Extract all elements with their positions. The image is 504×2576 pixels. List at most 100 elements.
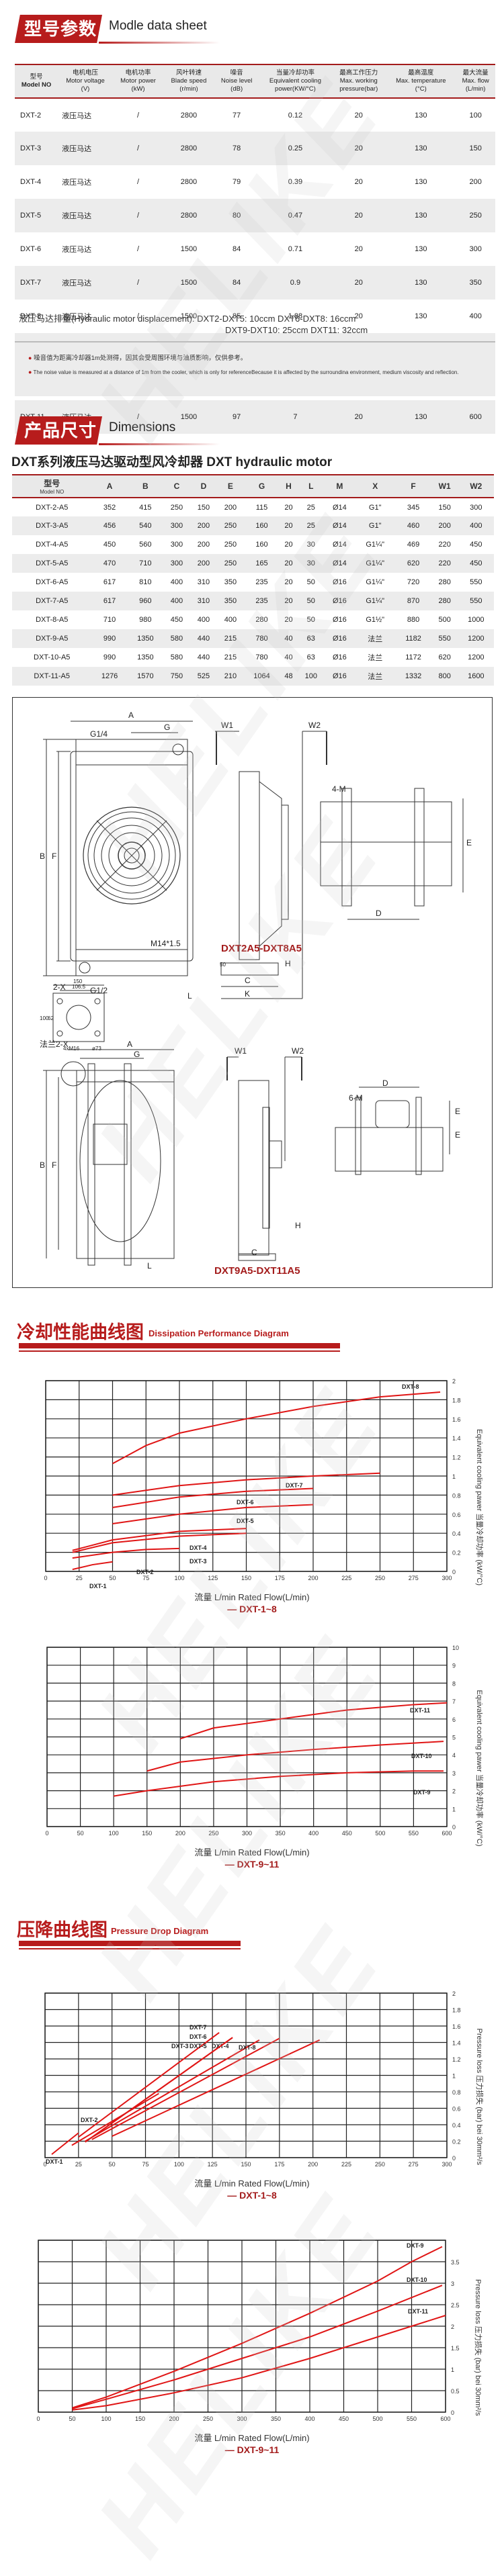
dimension-label: B [40,852,45,861]
table-cell: DXT-8-A5 [36,616,69,624]
y-tick-label: 1 [452,1473,456,1480]
x-tick-label: 500 [375,1830,385,1837]
table-cell: 560 [139,541,152,549]
x-tick-label: 100 [174,1575,184,1581]
table-cell: 1350 [137,635,154,643]
dimension-label: L [187,991,192,1001]
table-cell: Ø16 [332,635,347,643]
table-cell: 20 [284,597,293,605]
table-cell: 210 [224,672,237,680]
table-cell: 液压马达 [62,313,92,321]
table-cell: 720 [407,578,420,586]
table-cell: 150 [197,503,210,512]
table-cell: 215 [224,653,237,661]
table-cell: 456 [103,522,116,530]
series-label: DXT-4 [190,1545,207,1551]
chart-series-title: — DXT-9~11 [224,1859,280,1870]
section-bar [19,1343,340,1348]
table-cell: 1500 [180,245,198,253]
x-tick-label: 125 [208,2161,218,2168]
table-cell: 990 [103,635,116,643]
table-cell: 780 [255,635,268,643]
series-line [51,2132,79,2155]
dimension-label: ø73 [92,1046,101,1052]
table-cell: 20 [354,111,363,120]
section-title-zh: 型号参数表 [15,15,102,43]
table-cell: 350 [224,578,237,586]
section-title-zh: 产品尺寸图 [15,416,102,445]
table-cell: 85 [233,312,241,320]
table-cell: 620 [438,653,451,661]
y-tick-label: 1.4 [452,2040,461,2047]
table-cell: Ø16 [332,616,347,624]
dimension-label: C [251,1248,257,1257]
table-cell: 165 [255,559,268,567]
x-tick-label: 250 [375,1575,385,1581]
table-cell: 130 [415,111,427,120]
dimension-label: 150 [73,978,83,984]
table-cell: DXT-10-A5 [34,653,71,661]
series-label: DXT-6 [237,1499,254,1506]
dimension-label: H [295,1221,301,1230]
series-label: DXT-9 [413,1789,431,1796]
x-tick-label: 175 [274,2161,284,2168]
y-tick-label: 1.2 [452,1455,461,1461]
table-cell: 1332 [405,672,422,680]
x-tick-label: 175 [275,1575,285,1581]
table-cell: 1172 [405,653,421,661]
series-label: DXT-6 [190,2033,207,2040]
table-cell: 250 [224,559,237,567]
dimension-label: 106.5 [72,984,86,990]
model-section-header: 型号参数表 Modle data sheet [15,15,220,44]
dimension-label: E [455,1107,460,1116]
column-header: E [227,481,233,491]
column-header: A [106,481,113,491]
table-cell: 1.88 [288,312,303,320]
table-cell: 300 [470,503,482,512]
table-cell: DXT-11-A5 [34,672,71,680]
table-cell: DXT-2-A5 [36,503,69,512]
table-cell: 310 [197,578,210,586]
table-cell: 500 [438,616,451,624]
x-tick-label: 300 [237,2416,247,2422]
table-cell: 710 [103,616,116,624]
table-cell: 780 [255,653,268,661]
dimension-label: 50 [220,962,226,968]
table-cell: 100 [304,672,317,680]
series-label: DXT-10 [407,2276,427,2283]
x-tick-label: 100 [109,1830,119,1837]
dimension-label: H [285,959,291,968]
y-tick-label: 1.8 [452,1397,461,1404]
table-cell: 0.39 [288,178,303,186]
dimension-label: W1 [235,1046,247,1056]
x-tick-label: 300 [442,2161,452,2168]
series-label: DXT-5 [190,2043,207,2050]
table-cell: 20 [354,178,363,186]
y-tick-label: 3.5 [451,2259,460,2266]
table-cell: 400 [170,597,183,605]
table-cell: 300 [170,559,183,567]
x-tick-label: 200 [169,2416,179,2422]
x-axis-label: 流量 L/min Rated Flow(L/min) [194,2433,310,2443]
x-tick-label: 25 [76,1575,83,1581]
table-cell: 0.25 [288,144,303,152]
x-axis-label: 流量 L/min Rated Flow(L/min) [194,2178,310,2189]
dimension-label: 2-X [53,982,66,992]
table-cell: 2800 [180,178,198,186]
series-label: DXT-2 [136,1569,154,1575]
table-cell: 200 [197,522,210,530]
dimension-label: G1/2 [90,986,108,995]
x-tick-label: 50 [69,2416,75,2422]
dimension-label: E [455,1130,460,1140]
table-cell: / [137,144,140,152]
x-tick-label: 0 [43,2161,46,2168]
table-cell: G1" [368,522,382,530]
table-cell: 1350 [137,653,154,661]
table-cell: Ø16 [332,578,347,586]
